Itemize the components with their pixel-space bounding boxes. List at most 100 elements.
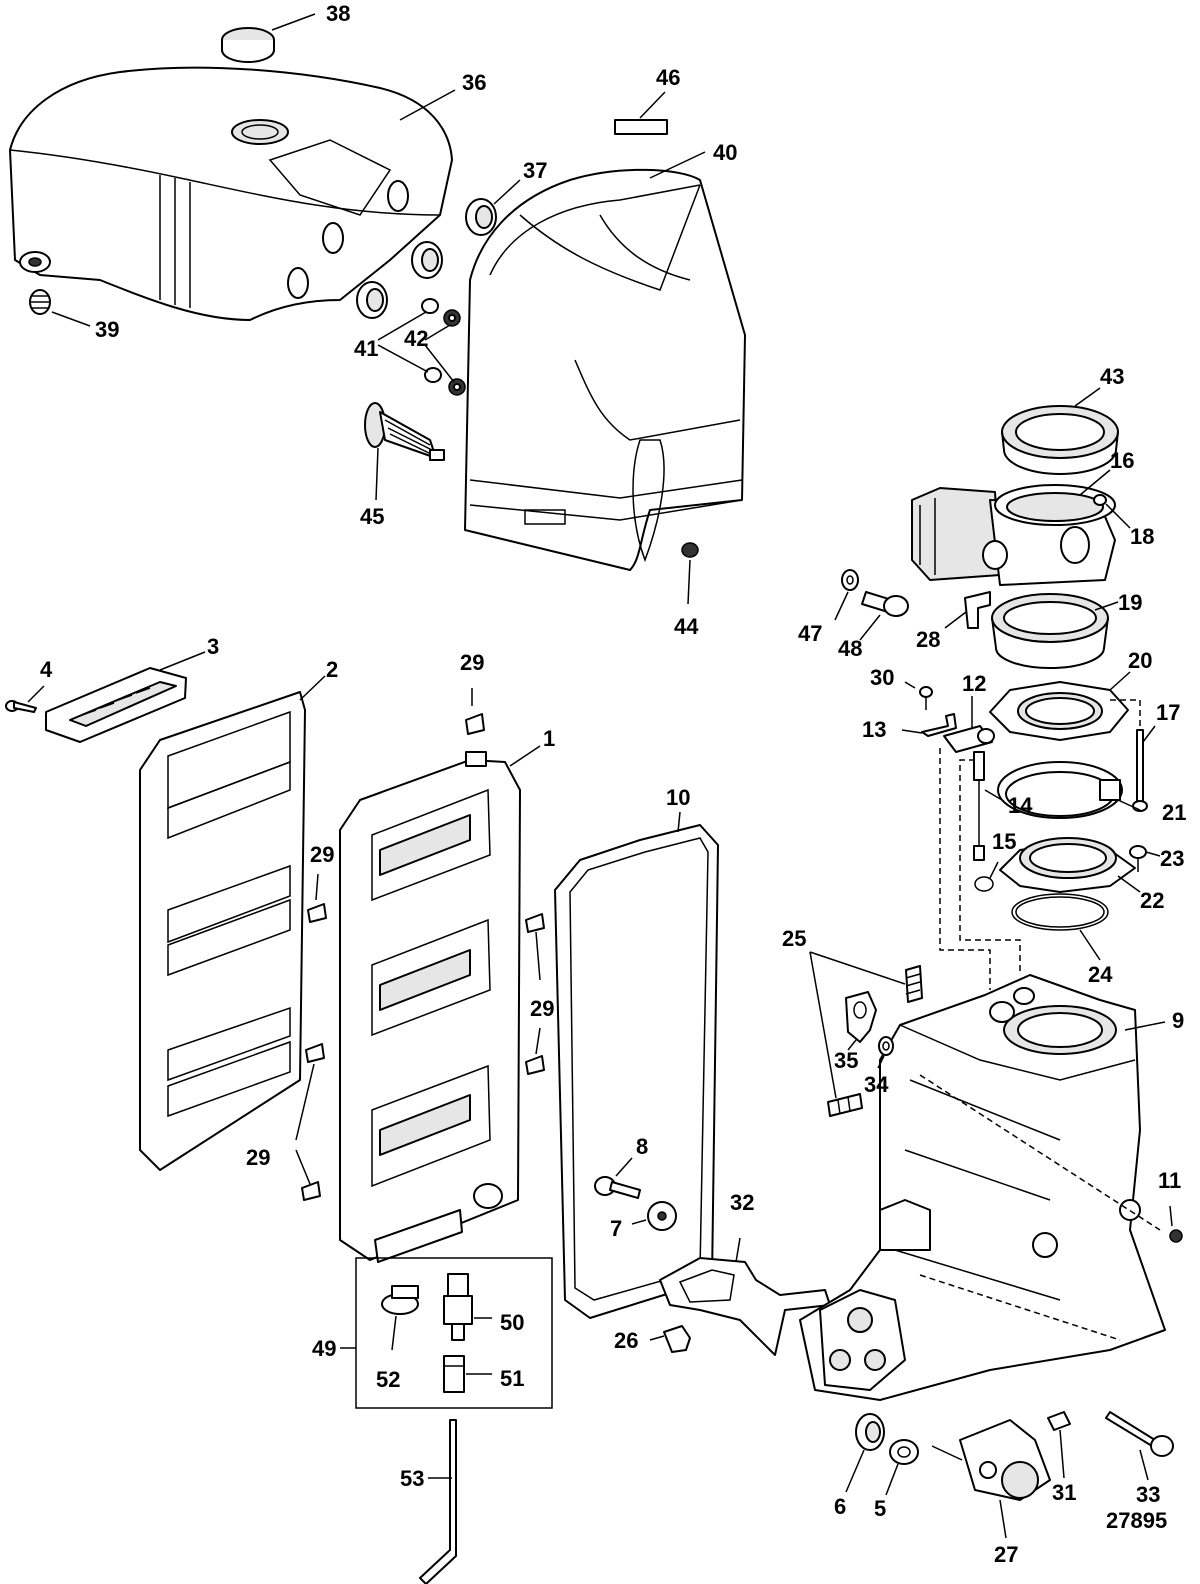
part-7-washer — [631, 1201, 677, 1231]
callout-39: 39 — [95, 317, 119, 342]
part-24-gasket — [1011, 893, 1109, 961]
callout-5: 5 — [874, 1496, 886, 1521]
part-47-washer — [834, 569, 859, 621]
part-14-sensor — [973, 751, 1003, 861]
part-25-clips — [809, 951, 923, 1117]
part-31-clip — [1047, 1411, 1071, 1479]
callout-9: 9 — [1172, 1008, 1184, 1033]
callout-12: 12 — [962, 671, 986, 696]
part-3-reed-block — [45, 651, 206, 743]
part-19-adapter — [991, 593, 1119, 669]
callout-13: 13 — [862, 717, 886, 742]
part-38-plug — [221, 13, 316, 63]
part-21-clamp — [997, 761, 1141, 819]
callout-8: 8 — [636, 1134, 648, 1159]
part-12-sensor — [943, 696, 995, 753]
callout-53: 53 — [400, 1466, 424, 1491]
callout-38: 38 — [326, 1, 350, 26]
part-11-screw — [1169, 1205, 1183, 1243]
callout-47: 47 — [798, 621, 822, 646]
part-37-grommets — [356, 179, 521, 319]
part-51-fitting — [443, 1355, 492, 1393]
callout-41: 41 — [354, 336, 378, 361]
callout-33: 33 — [1136, 1482, 1160, 1507]
part-2-gasket-plate — [139, 675, 326, 1171]
part-8-bolt — [594, 1157, 641, 1199]
callout-3: 3 — [207, 634, 219, 659]
part-15-oring — [974, 861, 999, 892]
callout-16: 16 — [1110, 448, 1134, 473]
callout-21: 21 — [1162, 800, 1186, 825]
part-20-plate — [989, 671, 1131, 741]
callout-27: 27 — [994, 1542, 1018, 1567]
part-39-grommet — [29, 289, 91, 327]
callout-4: 4 — [40, 657, 53, 682]
callout-17: 17 — [1156, 700, 1180, 725]
part-30-screw — [904, 681, 933, 710]
callout-35: 35 — [834, 1048, 858, 1073]
callout-labels: 38 36 46 40 37 39 41 42 43 16 45 18 19 4… — [40, 1, 1186, 1567]
part-29-fittings — [295, 688, 545, 1201]
callout-18: 18 — [1130, 524, 1154, 549]
part-22-adapter — [999, 837, 1141, 893]
part-26-clip — [649, 1325, 691, 1353]
callout-32: 32 — [730, 1190, 754, 1215]
part-41-42-fasteners — [377, 298, 466, 396]
callout-10: 10 — [666, 785, 690, 810]
part-9-exhaust-housing — [799, 974, 1166, 1401]
part-23-screw — [1129, 845, 1161, 872]
part-52-clamp — [381, 1285, 419, 1351]
callout-6: 6 — [834, 1494, 846, 1519]
callout-49: 49 — [312, 1336, 336, 1361]
part-28-bracket — [944, 591, 991, 629]
part-1-adapter-plate — [339, 745, 541, 1263]
callout-50: 50 — [500, 1310, 524, 1335]
callout-23: 23 — [1160, 846, 1184, 871]
part-10-gasket — [554, 811, 719, 1319]
part-46-decal — [614, 91, 668, 135]
callout-19: 19 — [1118, 590, 1142, 615]
callout-34: 34 — [864, 1072, 889, 1097]
part-4-screw — [5, 685, 45, 713]
part-49-kit — [340, 1257, 553, 1409]
part-44-nut — [681, 542, 699, 605]
callout-25: 25 — [782, 926, 806, 951]
part-34-washer — [877, 1036, 894, 1069]
callout-29b: 29 — [310, 842, 334, 867]
callout-7: 7 — [610, 1216, 622, 1241]
part-16-throttle-body — [911, 469, 1116, 586]
callout-43: 43 — [1100, 364, 1124, 389]
callout-29d: 29 — [246, 1145, 270, 1170]
part-48-bolt — [859, 591, 909, 641]
callout-22: 22 — [1140, 888, 1164, 913]
callout-31: 31 — [1052, 1480, 1076, 1505]
part-36-top-cowl — [9, 66, 456, 321]
callout-29c: 29 — [530, 996, 554, 1021]
part-35-clamp — [845, 991, 877, 1051]
part-27-actuator — [931, 1419, 1051, 1539]
part-18-nut — [1093, 494, 1131, 529]
callout-42: 42 — [404, 326, 428, 351]
callout-46: 46 — [656, 65, 680, 90]
callout-28: 28 — [916, 627, 940, 652]
callout-52: 52 — [376, 1367, 400, 1392]
part-5-fitting — [885, 1439, 919, 1496]
callout-45: 45 — [360, 504, 384, 529]
callout-48: 48 — [838, 636, 862, 661]
part-45-shaft — [364, 402, 445, 501]
callout-29a: 29 — [460, 650, 484, 675]
callout-51: 51 — [500, 1366, 524, 1391]
callout-37: 37 — [523, 158, 547, 183]
part-53-hose — [419, 1419, 457, 1584]
callout-20: 20 — [1128, 648, 1152, 673]
callout-11: 11 — [1158, 1168, 1181, 1193]
callout-2: 2 — [326, 657, 338, 682]
callout-36: 36 — [462, 70, 486, 95]
part-40-lower-cowl — [464, 151, 746, 571]
callout-15: 15 — [992, 829, 1016, 854]
callout-40: 40 — [713, 140, 737, 165]
callout-26: 26 — [614, 1328, 638, 1353]
drawing-number: 27895 — [1106, 1508, 1167, 1533]
part-50-fitting — [443, 1273, 492, 1341]
